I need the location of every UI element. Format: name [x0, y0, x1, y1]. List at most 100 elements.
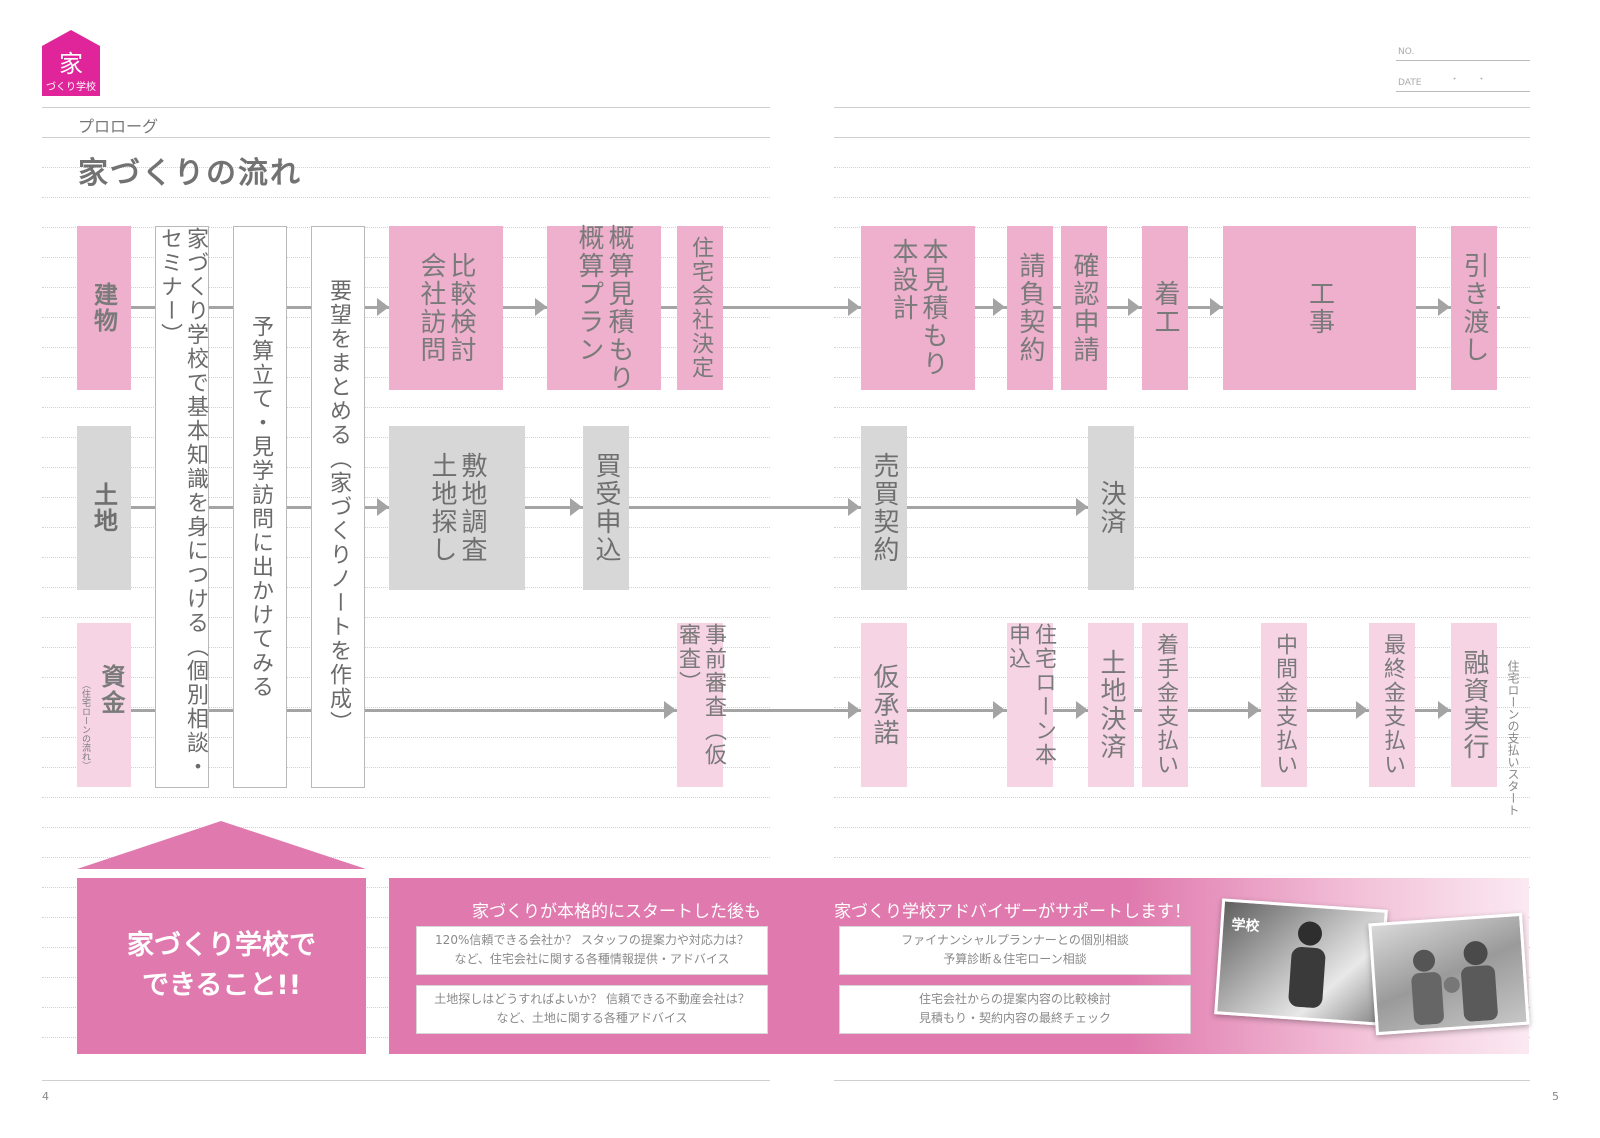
roof-shape — [77, 821, 366, 869]
building-step: 請負契約 — [1007, 226, 1053, 390]
funds-step: 中間金支払い — [1261, 623, 1307, 787]
building-step: 住宅会社決定 — [677, 226, 723, 390]
flow-arrow-icon — [848, 498, 860, 516]
flow-arrow-icon — [993, 298, 1005, 316]
ruled-line — [834, 107, 1530, 108]
left-heading: 家づくりが本格的にスタートした後も — [472, 902, 761, 922]
ruled-line — [42, 797, 770, 798]
flow-arrow-icon — [535, 298, 547, 316]
building-step: 着工 — [1142, 226, 1188, 390]
ruled-line — [834, 527, 1530, 528]
ruled-line — [42, 617, 770, 618]
flow-arrow-icon — [848, 298, 860, 316]
funds-step: 着手金支払い — [1142, 623, 1188, 787]
ruled-line — [42, 647, 770, 648]
ruled-line — [42, 767, 770, 768]
logo: 家 づくり学校 — [42, 30, 100, 96]
building-step: 引き渡し — [1451, 226, 1497, 390]
step-requirements: 要望をまとめる（家づくりノートを作成） — [311, 226, 365, 788]
logo-icon-char: 家 — [59, 50, 83, 78]
flow-arrow-icon — [1438, 298, 1450, 316]
funds-note: 住宅ローンの支払いスタート — [1506, 660, 1520, 816]
step-basic-knowledge: 家づくり学校で基本知識を身につける（個別相談・セミナー） — [155, 226, 209, 788]
ruled-line — [834, 137, 1530, 138]
building-step: 概算見積もり 概算プラン — [547, 224, 661, 392]
ruled-line — [42, 857, 770, 858]
right-heading: 家づくり学校アドバイザーがサポートします！ — [834, 902, 1191, 922]
land-step: 敷地調査 土地探し — [389, 426, 525, 590]
ruled-line — [834, 857, 1530, 858]
person-silhouette-icon — [1288, 921, 1326, 1008]
ruled-line — [42, 107, 770, 108]
building-step: 本見積もり 本設計 — [861, 226, 975, 390]
info-card: 住宅会社からの提案内容の比較検討 見積もり・契約内容の最終チェック — [839, 985, 1191, 1034]
ruled-line — [834, 617, 1530, 618]
ruled-line — [834, 587, 1530, 588]
funds-step: 土地決済 — [1088, 623, 1134, 787]
row-label-land: 土地 — [77, 426, 131, 590]
land-step: 決済 — [1088, 426, 1134, 590]
flow-arrow-icon — [570, 498, 582, 516]
ruled-line — [42, 1080, 770, 1081]
ruled-line — [42, 167, 770, 168]
advisor-photo: 学校 — [1214, 898, 1388, 1026]
building-flow-line — [130, 306, 1500, 309]
ruled-line — [834, 467, 1530, 468]
ruled-line — [834, 407, 1530, 408]
flow-arrow-icon — [1076, 498, 1088, 516]
ruled-line — [42, 827, 770, 828]
funds-flow-line — [130, 709, 1452, 712]
logo-text: づくり学校 — [46, 82, 96, 93]
flow-arrow-icon — [1356, 701, 1368, 719]
ruled-line — [42, 137, 770, 138]
flow-arrow-icon — [848, 701, 860, 719]
funds-step: 最終金支払い — [1369, 623, 1415, 787]
family-photo — [1368, 912, 1530, 1036]
flow-arrow-icon — [1438, 701, 1450, 719]
house-logo-icon — [42, 30, 100, 96]
ruled-line — [42, 737, 770, 738]
no-label: NO. — [1398, 47, 1415, 57]
row-label-building: 建物 — [77, 226, 131, 390]
flow-arrow-icon — [377, 298, 389, 316]
land-step: 買受申込 — [583, 426, 629, 590]
date-label: DATE — [1398, 78, 1422, 88]
ruled-line — [834, 557, 1530, 558]
date-dots: ・ ・ — [1450, 75, 1487, 85]
flow-arrow-icon — [377, 498, 389, 516]
ruled-line — [834, 197, 1530, 198]
ruled-line — [834, 437, 1530, 438]
info-card: 土地探しはどうすればよいか？ 信頼できる不動産会社は？ など、土地に関する各種ア… — [416, 985, 768, 1034]
page-title: 家づくりの流れ — [78, 156, 302, 191]
page-number-right: 5 — [1552, 1090, 1559, 1103]
ruled-line — [834, 827, 1530, 828]
flow-arrow-icon — [1128, 298, 1140, 316]
flow-arrow-icon — [664, 701, 676, 719]
flow-arrow-icon — [1248, 701, 1260, 719]
info-card: ファイナンシャルプランナーとの個別相談 予算診断＆住宅ローン相談 — [839, 926, 1191, 975]
funds-step: 融資実行 — [1451, 623, 1497, 787]
section-label: プロローグ — [78, 117, 159, 136]
ruled-line — [834, 797, 1530, 798]
ruled-line — [42, 677, 770, 678]
funds-step: 住宅ローン本申込 — [1005, 623, 1056, 787]
school-can-do-text: 家づくり学校で できること!! — [127, 930, 316, 1001]
ruled-line — [834, 497, 1530, 498]
step-budget-visit: 予算立て・見学訪問に出かけてみる — [233, 226, 287, 788]
ruled-line — [42, 407, 770, 408]
flow-arrow-icon — [993, 701, 1005, 719]
building-step: 工事 — [1223, 226, 1416, 390]
page-number-left: 4 — [42, 1090, 49, 1103]
ruled-line — [834, 167, 1530, 168]
flow-arrow-icon — [1076, 701, 1088, 719]
building-step: 確認申請 — [1061, 226, 1107, 390]
ruled-line — [42, 197, 770, 198]
info-card: 120%信頼できる会社か？ スタッフの提案力や対応力は？ など、住宅会社に関する… — [416, 926, 768, 975]
family-silhouette-icon — [1411, 941, 1498, 1025]
no-field[interactable] — [1396, 60, 1530, 61]
date-field[interactable] — [1396, 91, 1530, 92]
school-can-do-box: 家づくり学校で できること!! — [77, 878, 366, 1054]
row-label-funds: 資金 （住宅ローンの流れ） — [77, 623, 131, 787]
building-step: 比較検討 会社訪問 — [389, 226, 503, 390]
ruled-line — [834, 1080, 1530, 1081]
